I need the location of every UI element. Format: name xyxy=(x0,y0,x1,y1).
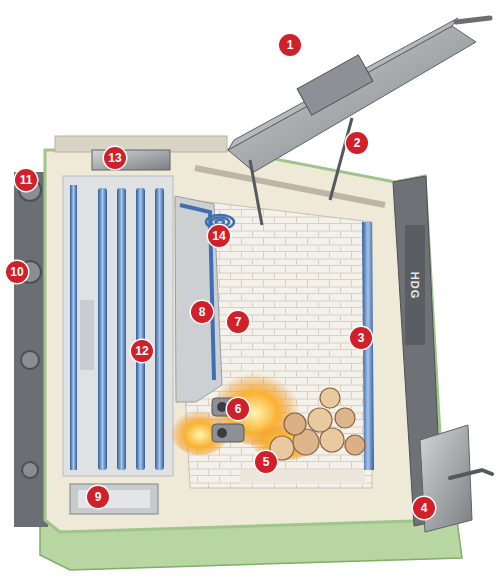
callout-number: 9 xyxy=(87,486,109,508)
callout-number: 4 xyxy=(413,497,435,519)
callout-number: 12 xyxy=(131,340,153,362)
callout-number: 6 xyxy=(227,398,249,420)
callout-number: 1 xyxy=(279,34,301,56)
callout-number: 5 xyxy=(255,451,277,473)
callout-number: 13 xyxy=(104,147,126,169)
callout-number: 3 xyxy=(350,327,372,349)
callout-number: 7 xyxy=(227,311,249,333)
callout-number: 14 xyxy=(208,225,230,247)
brand-logo: HDG xyxy=(408,271,421,298)
callout-number: 10 xyxy=(6,261,28,283)
callout-number: 2 xyxy=(346,132,368,154)
callout-number: 11 xyxy=(15,169,37,191)
callout-number: 8 xyxy=(191,301,213,323)
